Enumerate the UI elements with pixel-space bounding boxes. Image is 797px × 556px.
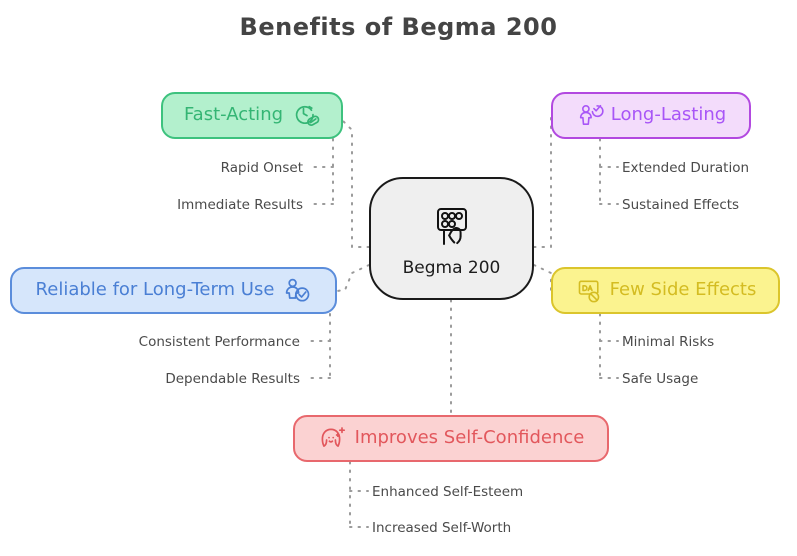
clock-pill-icon xyxy=(290,101,320,131)
node-improves-self-confidence[interactable]: Improves Self-Confidence xyxy=(293,415,609,462)
node-improves-self-confidence-label: Improves Self-Confidence xyxy=(354,426,585,448)
subitem-minimal-risks: Minimal Risks xyxy=(622,334,715,350)
node-few-side-effects[interactable]: Few Side Effects xyxy=(551,267,780,314)
user-verified-icon xyxy=(281,276,311,306)
subitem-increased-self-worth: Increased Self-Worth xyxy=(372,520,512,536)
pill-pack-hand-icon xyxy=(429,204,475,254)
happy-face-sparkle-icon xyxy=(318,424,348,454)
subitem-safe-usage: Safe Usage xyxy=(622,371,699,387)
connector-center-to-long xyxy=(533,117,552,248)
node-long-lasting-label: Long-Lasting xyxy=(610,103,727,125)
center-node[interactable]: Begma 200 xyxy=(369,177,534,300)
page-title: Benefits of Begma 200 xyxy=(239,13,558,41)
node-reliable-long-term-use[interactable]: Reliable for Long-Term Use xyxy=(10,267,337,314)
node-fast-acting-label: Fast-Acting xyxy=(183,103,284,125)
connector-center-to-side xyxy=(533,264,552,292)
connector-center-to-reliable xyxy=(336,264,370,292)
person-check-icon xyxy=(576,102,604,130)
subitem-rapid-onset: Rapid Onset xyxy=(220,160,303,176)
node-few-side-effects-label: Few Side Effects xyxy=(609,278,757,300)
subitem-consistent-performance: Consistent Performance xyxy=(138,334,300,350)
node-long-lasting[interactable]: Long-Lasting xyxy=(551,92,751,139)
subitem-extended-duration: Extended Duration xyxy=(622,160,750,176)
node-fast-acting[interactable]: Fast-Acting xyxy=(161,92,343,139)
center-node-label: Begma 200 xyxy=(402,257,501,278)
subitem-dependable-results: Dependable Results xyxy=(165,371,300,387)
subitem-enhanced-self-esteem: Enhanced Self-Esteem xyxy=(372,484,524,500)
node-reliable-long-term-use-label: Reliable for Long-Term Use xyxy=(35,278,275,300)
subitem-immediate-results: Immediate Results xyxy=(177,197,303,213)
no-ads-icon xyxy=(575,277,603,305)
subitem-sustained-effects: Sustained Effects xyxy=(622,197,740,213)
connector-center-to-fast xyxy=(342,120,370,248)
